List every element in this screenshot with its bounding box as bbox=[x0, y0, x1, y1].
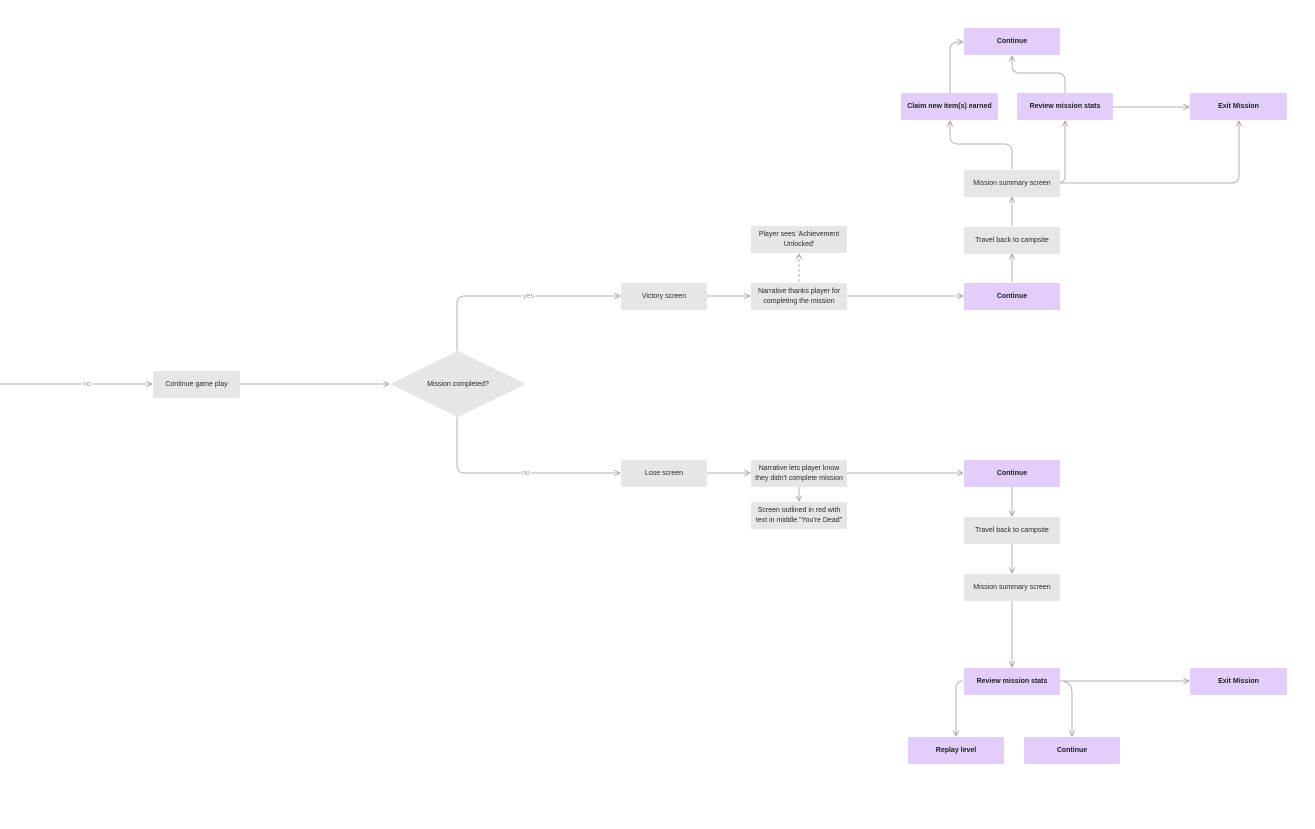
node-exit-mission-victory[interactable]: Exit Mission bbox=[1190, 93, 1287, 120]
node-continue-victory[interactable]: Continue bbox=[964, 283, 1060, 310]
connector-claim-to-continue-top bbox=[949, 42, 963, 93]
node-review-stats-victory[interactable]: Review mission stats bbox=[1017, 93, 1113, 120]
node-screen-outlined-red[interactable]: Screen outlined in red with text in midd… bbox=[751, 502, 847, 529]
node-narrative-lose[interactable]: Narrative lets player know they didn't c… bbox=[751, 460, 847, 487]
edge-label-no-entry: no bbox=[82, 380, 92, 389]
node-travel-back-victory[interactable]: Travel back to campsite bbox=[964, 227, 1060, 254]
node-mission-summary-lose[interactable]: Mission summary screen bbox=[964, 574, 1060, 601]
node-mission-summary-victory[interactable]: Mission summary screen bbox=[964, 170, 1060, 197]
edge-label-no: no bbox=[521, 469, 531, 478]
connector-summary-to-claim bbox=[950, 121, 1013, 169]
node-continue-game-play[interactable]: Continue game play bbox=[153, 371, 240, 398]
node-continue-bottom[interactable]: Continue bbox=[1024, 737, 1120, 764]
connector-review-to-replay bbox=[956, 680, 964, 736]
connector-summary-to-exit bbox=[1060, 121, 1239, 184]
node-continue-top[interactable]: Continue bbox=[964, 28, 1060, 55]
node-victory-screen[interactable]: Victory screen bbox=[621, 283, 707, 310]
node-exit-mission-lose[interactable]: Exit Mission bbox=[1190, 668, 1287, 695]
node-lose-screen[interactable]: Lose screen bbox=[621, 460, 707, 487]
node-review-stats-lose[interactable]: Review mission stats bbox=[964, 668, 1060, 695]
edge-label-yes: yes bbox=[522, 292, 535, 301]
node-travel-back-lose[interactable]: Travel back to campsite bbox=[964, 517, 1060, 544]
connector-yes-branch bbox=[456, 296, 620, 351]
node-narrative-thanks[interactable]: Narrative thanks player for completing t… bbox=[751, 283, 847, 310]
connector-no-branch bbox=[456, 417, 620, 473]
node-continue-lose[interactable]: Continue bbox=[964, 460, 1060, 487]
node-claim-items[interactable]: Claim new item(s) earned bbox=[901, 93, 998, 120]
diamond-shape bbox=[390, 351, 526, 417]
connector-review-to-continue-top bbox=[1012, 56, 1066, 93]
connector-review-to-continue-bottom bbox=[1059, 680, 1072, 736]
decision-label: Mission completed? bbox=[427, 380, 489, 388]
decision-mission-completed[interactable]: Mission completed? bbox=[390, 351, 526, 417]
node-achievement-unlocked[interactable]: Player sees 'Achievement Unlocked' bbox=[751, 226, 847, 253]
node-replay-level[interactable]: Replay level bbox=[908, 737, 1004, 764]
